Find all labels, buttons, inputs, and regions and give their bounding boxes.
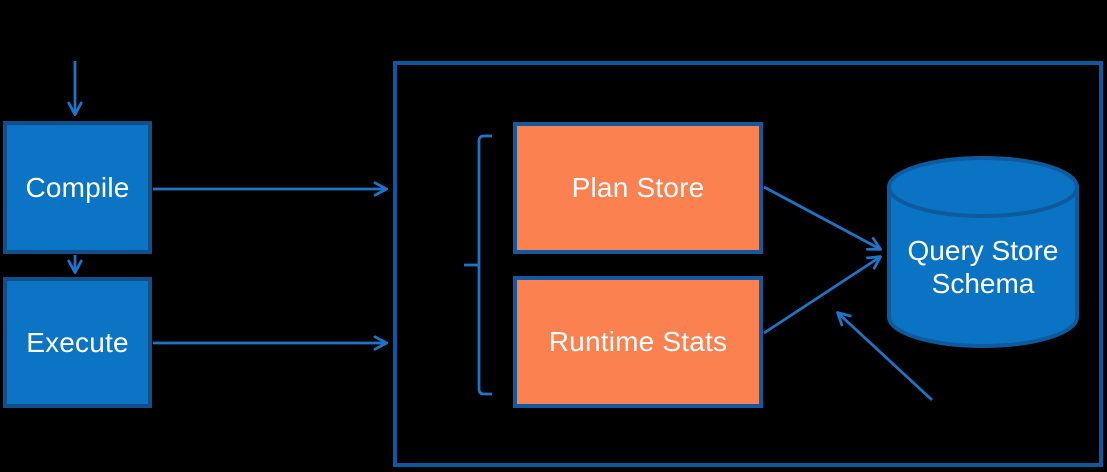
runtime-stats-label: Runtime Stats — [548, 326, 728, 357]
query-store-container-rect — [393, 61, 1103, 467]
arrow-runtime-stats-to-schema — [763, 255, 882, 335]
grouping-bracket — [477, 134, 492, 396]
runtime-stats-box: Runtime Stats — [513, 276, 763, 408]
compile-label: Compile — [25, 171, 130, 203]
compile-box: Compile — [3, 121, 152, 254]
database-cylinder-icon — [887, 156, 1079, 348]
plan-store-box: Plan Store — [513, 122, 763, 254]
arrow-from-bottom-to-schema — [836, 311, 933, 402]
arrow-plan-store-to-schema — [763, 185, 882, 251]
execute-label: Execute — [26, 326, 129, 358]
query-store-schema-label: Query Store Schema — [907, 235, 1059, 299]
execute-box: Execute — [3, 277, 152, 408]
plan-store-label: Plan Store — [571, 172, 705, 203]
